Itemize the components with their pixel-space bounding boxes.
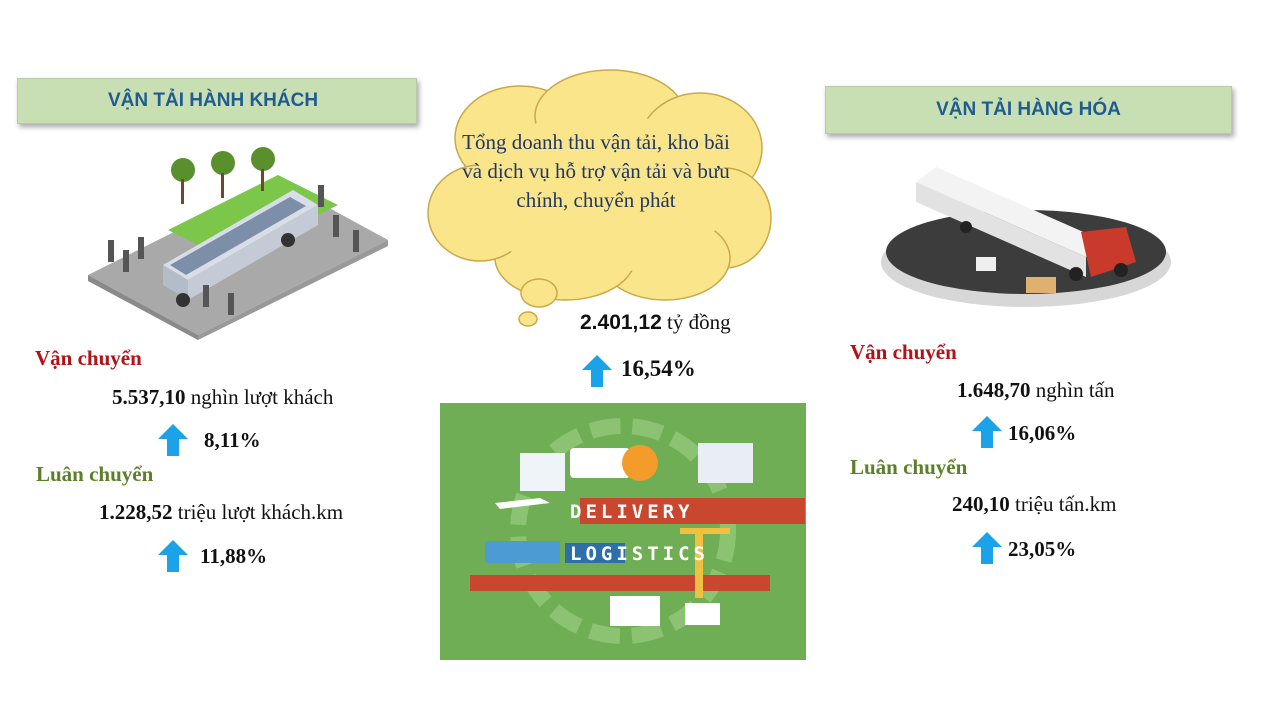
freight-rotation-unit: triệu tấn.km (1015, 492, 1117, 516)
revenue-growth: 16,54% (621, 356, 696, 381)
passenger-rotation-value-line: 1.228,52 triệu lượt khách.km (99, 500, 343, 525)
revenue-value: 2.401,12 (580, 311, 662, 334)
freight-banner: VẬN TẢI HÀNG HÓA (825, 86, 1232, 134)
passenger-transport-value: 5.537,10 (112, 385, 186, 409)
up-arrow-icon (582, 355, 612, 387)
revenue-unit: tỷ đồng (667, 310, 731, 334)
passenger-rotation-value: 1.228,52 (99, 500, 173, 524)
passenger-transport-unit: nghìn lượt khách (190, 385, 334, 409)
freight-rotation-growth: 23,05% (1008, 537, 1077, 561)
up-arrow-icon (972, 416, 1002, 448)
freight-transport-label: Vận chuyển (850, 340, 957, 364)
revenue-title: Tổng doanh thu vận tải, kho bãi và dịch … (462, 130, 730, 212)
up-arrow-icon (158, 540, 188, 572)
image-text-logistics: LOGISTICS (570, 543, 709, 565)
freight-rotation-label: Luân chuyển (850, 455, 968, 479)
freight-transport-unit: nghìn tấn (1035, 378, 1115, 402)
freight-transport-growth: 16,06% (1008, 421, 1077, 445)
bus-illustration (88, 147, 388, 340)
freight-rotation-value: 240,10 (952, 492, 1010, 516)
passenger-transport-label: Vận chuyển (35, 346, 142, 370)
revenue-value-line: 2.401,12 tỷ đồng (580, 310, 731, 335)
truck-illustration (881, 167, 1171, 307)
passenger-transport-value-line: 5.537,10 nghìn lượt khách (112, 385, 333, 410)
passenger-rotation-label: Luân chuyển (36, 462, 154, 486)
up-arrow-icon (158, 424, 188, 456)
freight-rotation-value-line: 240,10 triệu tấn.km (952, 492, 1116, 517)
passenger-banner: VẬN TẢI HÀNH KHÁCH (17, 78, 417, 124)
delivery-logistics-illustration: DELIVERY LOGISTICS (440, 403, 806, 660)
passenger-rotation-unit: triệu lượt khách.km (177, 500, 344, 524)
freight-transport-value: 1.648,70 (957, 378, 1031, 402)
thought-cloud (427, 69, 772, 327)
image-text-delivery: DELIVERY (570, 501, 694, 523)
passenger-transport-growth: 8,11% (204, 428, 261, 452)
passenger-title: VẬN TẢI HÀNH KHÁCH (108, 90, 319, 111)
freight-transport-value-line: 1.648,70 nghìn tấn (957, 378, 1115, 403)
freight-title: VẬN TẢI HÀNG HÓA (936, 99, 1121, 120)
passenger-rotation-growth: 11,88% (200, 544, 268, 568)
up-arrow-icon (972, 532, 1002, 564)
